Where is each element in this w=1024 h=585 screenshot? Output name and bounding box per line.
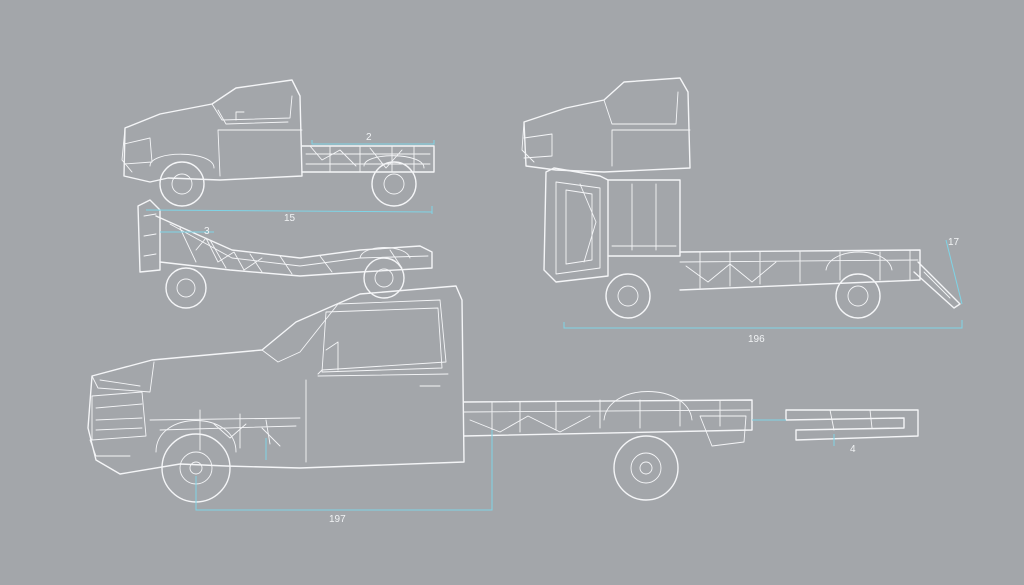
truck-top-left: [121, 79, 435, 207]
dimension-label-right-length: 196: [748, 334, 765, 345]
dimension-label-top-left-lower: 15: [284, 213, 296, 224]
dimension-label-middle-left: 3: [204, 226, 210, 237]
dimension-label-right-vertical: 17: [948, 237, 960, 248]
chassis-middle-left: [137, 199, 433, 309]
dimension-label-bottom-length: 197: [329, 514, 346, 525]
dimension-label-bottom-right: 4: [850, 444, 856, 455]
truck-top-right: [521, 77, 961, 319]
truck-large-bottom: [87, 285, 919, 503]
dimension-lines: [145, 140, 963, 511]
dimension-label-top-left-upper: 2: [366, 132, 372, 143]
